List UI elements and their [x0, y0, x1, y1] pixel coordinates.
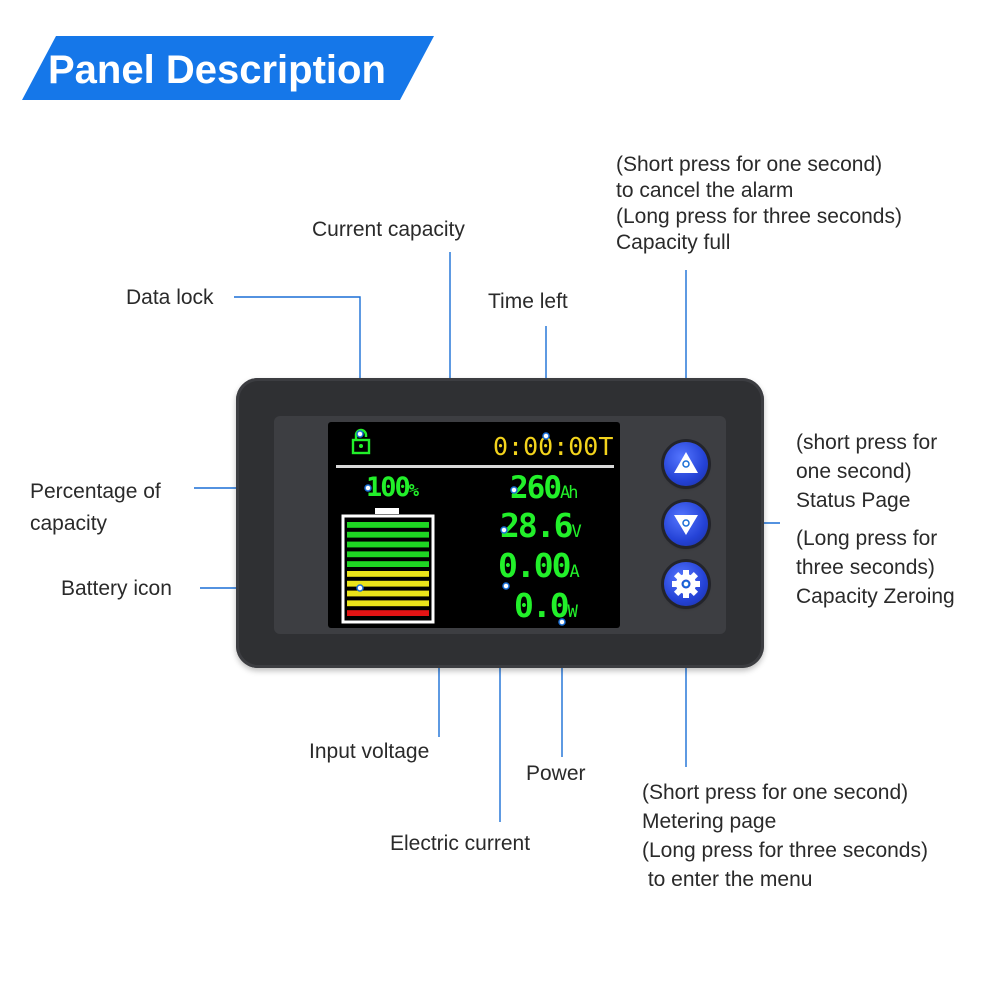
- settings-label-line-1: (Short press for one second): [642, 781, 909, 804]
- current-unit: A: [569, 562, 579, 582]
- battery-bar: [347, 580, 429, 587]
- battery-bar: [347, 531, 429, 538]
- down-label-line-6: Capacity Zeroing: [796, 585, 955, 608]
- battery-outline: [341, 514, 435, 624]
- power-value: 0.0: [514, 586, 570, 625]
- battery-bar: [347, 561, 429, 567]
- battery-bar: [347, 522, 429, 528]
- down-label-line-1: (short press for: [796, 431, 938, 454]
- label-time-left: Time left: [488, 290, 568, 313]
- up-label-line-2: to cancel the alarm: [616, 179, 794, 202]
- percent-unit: %: [408, 481, 419, 501]
- label-data-lock: Data lock: [126, 286, 214, 309]
- page-title: Panel Description: [48, 48, 386, 92]
- voltage-value: 28.6: [500, 506, 573, 545]
- capacity-value: 260: [510, 470, 562, 506]
- title-banner: [22, 36, 434, 100]
- current-capacity-readout: 260Ah: [510, 470, 579, 506]
- label-percentage-of-capacity: Percentage of capacity: [30, 476, 161, 540]
- label-current-capacity: Current capacity: [312, 218, 465, 241]
- battery-bar: [347, 600, 429, 607]
- battery-bar: [347, 571, 429, 577]
- label-settings-button: (Short press for one second) Metering pa…: [642, 778, 928, 894]
- input-voltage-readout: 28.6V: [500, 506, 582, 545]
- battery-bar: [347, 551, 429, 558]
- screen-divider: [336, 465, 614, 468]
- battery-terminal: [375, 508, 399, 514]
- label-up-button: (Short press for one second) to cancel t…: [616, 152, 902, 256]
- settings-label-line-2: Metering page: [642, 810, 777, 833]
- label-input-voltage: Input voltage: [309, 740, 430, 763]
- settings-label-line-3: (Long press for three seconds): [642, 839, 928, 862]
- up-label-line-1: (Short press for one second): [616, 153, 883, 176]
- gear-icon: [672, 570, 700, 598]
- battery-icon: [341, 508, 435, 624]
- label-percentage-line-2: capacity: [30, 512, 108, 535]
- triangle-up-icon: [674, 452, 698, 473]
- settings-label-line-4: to enter the menu: [642, 868, 813, 891]
- up-label-line-4: Capacity full: [616, 231, 731, 254]
- up-label-line-3: (Long press for three seconds): [616, 205, 902, 228]
- power-readout: 0.0W: [514, 586, 578, 625]
- power-unit: W: [567, 602, 578, 622]
- current-value: 0.00: [498, 546, 571, 585]
- capacity-unit: Ah: [560, 483, 579, 503]
- settings-button[interactable]: [664, 562, 708, 606]
- time-left-readout: 0:00:00T: [493, 432, 614, 461]
- percent-value: 100: [366, 472, 411, 503]
- battery-bar: [347, 590, 429, 597]
- capacity-percentage-readout: 100%: [366, 472, 419, 503]
- label-down-button: (short press for one second) Status Page…: [796, 428, 955, 611]
- label-power: Power: [526, 762, 586, 785]
- label-battery-icon: Battery icon: [61, 577, 172, 600]
- voltage-unit: V: [571, 522, 581, 542]
- triangle-down-icon: [674, 515, 698, 535]
- lock-icon: [351, 428, 371, 455]
- down-label-line-2: one second): [796, 460, 912, 483]
- down-label-line-5: three seconds): [796, 556, 935, 579]
- down-button[interactable]: [664, 502, 708, 546]
- up-button[interactable]: [664, 442, 708, 486]
- label-electric-current: Electric current: [390, 832, 531, 855]
- electric-current-readout: 0.00A: [498, 546, 580, 585]
- down-label-line-3: Status Page: [796, 489, 911, 512]
- battery-bar: [347, 610, 429, 616]
- label-percentage-line-1: Percentage of: [30, 480, 161, 503]
- down-label-line-4: (Long press for: [796, 527, 938, 550]
- battery-bar: [347, 541, 429, 548]
